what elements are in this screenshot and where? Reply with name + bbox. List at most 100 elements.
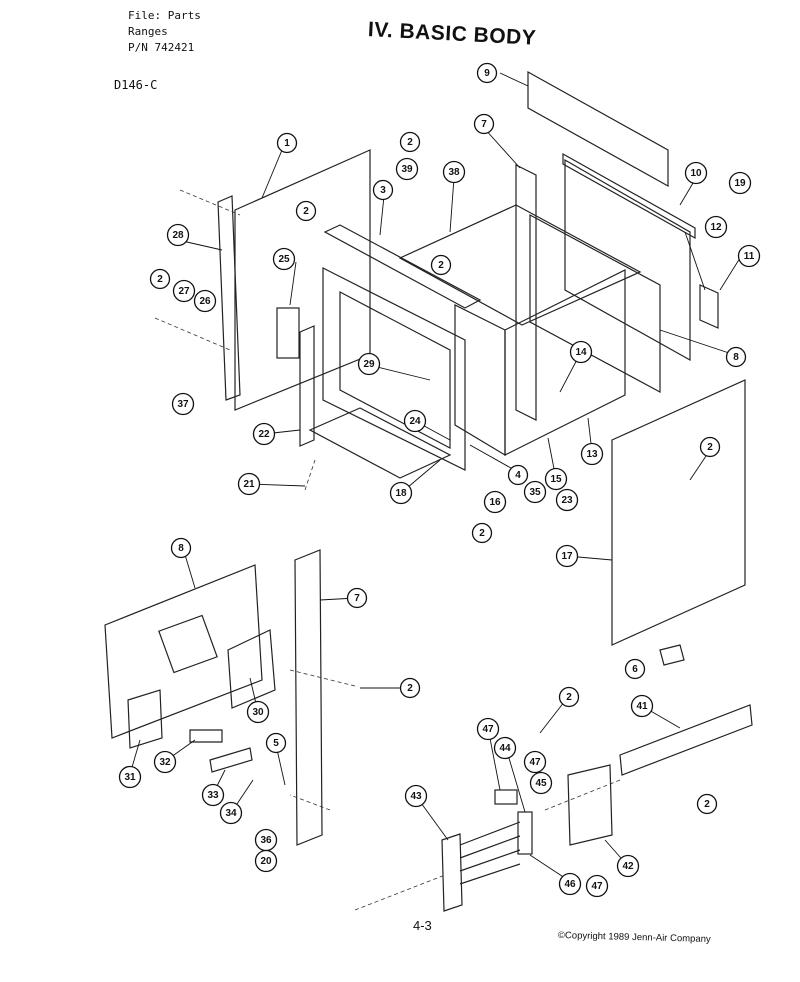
- callout-25: 25: [272, 247, 296, 271]
- callout-label: 7: [354, 593, 360, 604]
- callout-circle: [507, 464, 529, 486]
- callout-circle: [442, 160, 466, 184]
- callout-label: 2: [157, 274, 163, 285]
- callout-circle: [569, 340, 593, 364]
- callout-circle: [476, 62, 498, 84]
- part-drawings: [104, 70, 753, 912]
- callout-label: 35: [529, 487, 541, 498]
- callout-circle: [372, 179, 394, 201]
- callout-15: 15: [544, 467, 568, 491]
- callout-circle: [737, 244, 761, 268]
- callout-circle: [529, 771, 553, 795]
- callout-label: 41: [636, 701, 648, 712]
- callout-4: 4: [507, 464, 529, 486]
- callout-label: 11: [744, 251, 755, 262]
- callout-label: 1: [284, 138, 290, 149]
- callout-circle: [471, 522, 493, 544]
- callout-circle: [558, 872, 582, 896]
- callout-label: 10: [690, 168, 702, 179]
- callout-label: 42: [622, 861, 634, 872]
- callout-label: 47: [591, 881, 603, 892]
- callout-circle: [430, 254, 452, 276]
- callout-1: 1: [276, 132, 298, 154]
- callout-circle: [616, 854, 640, 878]
- callout-label: 34: [225, 808, 237, 819]
- callout-circle: [624, 658, 646, 680]
- callout-33: 33: [201, 783, 225, 807]
- callout-circle: [254, 849, 278, 873]
- callout-7: 7: [473, 113, 495, 135]
- callout-2: 2: [430, 254, 452, 276]
- callout-43: 43: [404, 784, 428, 808]
- callout-circle: [237, 472, 261, 496]
- part-41-rail: [619, 704, 753, 776]
- leader-lines: [154, 189, 621, 911]
- callout-22: 22: [252, 422, 276, 446]
- callout-label: 47: [529, 757, 541, 768]
- part-1-side-panel: [234, 149, 371, 411]
- callout-7: 7: [346, 587, 368, 609]
- callout-label: 2: [438, 260, 444, 271]
- callout-label: 33: [207, 790, 219, 801]
- callout-2: 2: [696, 793, 718, 815]
- callout-circle: [404, 784, 428, 808]
- callout-label: 37: [177, 399, 189, 410]
- callout-label: 28: [172, 230, 184, 241]
- callout-8: 8: [725, 346, 747, 368]
- callout-label: 26: [199, 296, 211, 307]
- callout-24: 24: [403, 409, 427, 433]
- callout-20: 20: [254, 849, 278, 873]
- callout-label: 5: [273, 738, 279, 749]
- callout-31: 31: [118, 765, 142, 789]
- callout-label: 2: [479, 528, 485, 539]
- part-15-oven-liner: [504, 269, 626, 456]
- callout-circle: [295, 200, 317, 222]
- callout-6: 6: [624, 658, 646, 680]
- callout-47: 47: [476, 717, 500, 741]
- callout-circle: [252, 422, 276, 446]
- callout-label: 2: [704, 799, 710, 810]
- part-17-side-panel: [611, 379, 746, 646]
- callout-circle: [684, 161, 708, 185]
- callout-label: 2: [707, 442, 713, 453]
- callout-label: 21: [243, 479, 255, 490]
- callout-42: 42: [616, 854, 640, 878]
- callout-label: 36: [260, 835, 272, 846]
- callout-circle: [357, 352, 381, 376]
- callout-2: 2: [399, 131, 421, 153]
- callout-label: 19: [734, 178, 746, 189]
- callout-3: 3: [372, 179, 394, 201]
- callout-circle: [555, 488, 579, 512]
- callout-28: 28: [166, 223, 190, 247]
- callout-label: 45: [535, 778, 547, 789]
- callout-circle: [523, 750, 547, 774]
- callout-10: 10: [684, 161, 708, 185]
- callout-14: 14: [569, 340, 593, 364]
- callout-21: 21: [237, 472, 261, 496]
- callout-circle: [696, 793, 718, 815]
- callout-37: 37: [171, 392, 195, 416]
- callout-circle: [171, 392, 195, 416]
- part-number-line: P/N 742421: [128, 41, 195, 54]
- part-42-box: [567, 764, 613, 846]
- callout-circle: [555, 544, 579, 568]
- callout-circle: [172, 279, 196, 303]
- callout-30: 30: [246, 700, 270, 724]
- callout-circle: [389, 481, 413, 505]
- part-9-trim: [527, 70, 669, 188]
- callout-label: 8: [733, 352, 739, 363]
- callout-label: 25: [278, 254, 290, 265]
- callout-46: 46: [558, 872, 582, 896]
- callout-2: 2: [399, 677, 421, 699]
- callout-label: 7: [481, 119, 487, 130]
- callout-circle: [395, 157, 419, 181]
- callout-label: 31: [124, 772, 136, 783]
- callout-27: 27: [172, 279, 196, 303]
- callout-39: 39: [395, 157, 419, 181]
- part-7-post-lower: [294, 549, 323, 846]
- callout-label: 22: [258, 429, 270, 440]
- callout-label: 23: [561, 495, 573, 506]
- callout-34: 34: [219, 801, 243, 825]
- callout-16: 16: [483, 490, 507, 514]
